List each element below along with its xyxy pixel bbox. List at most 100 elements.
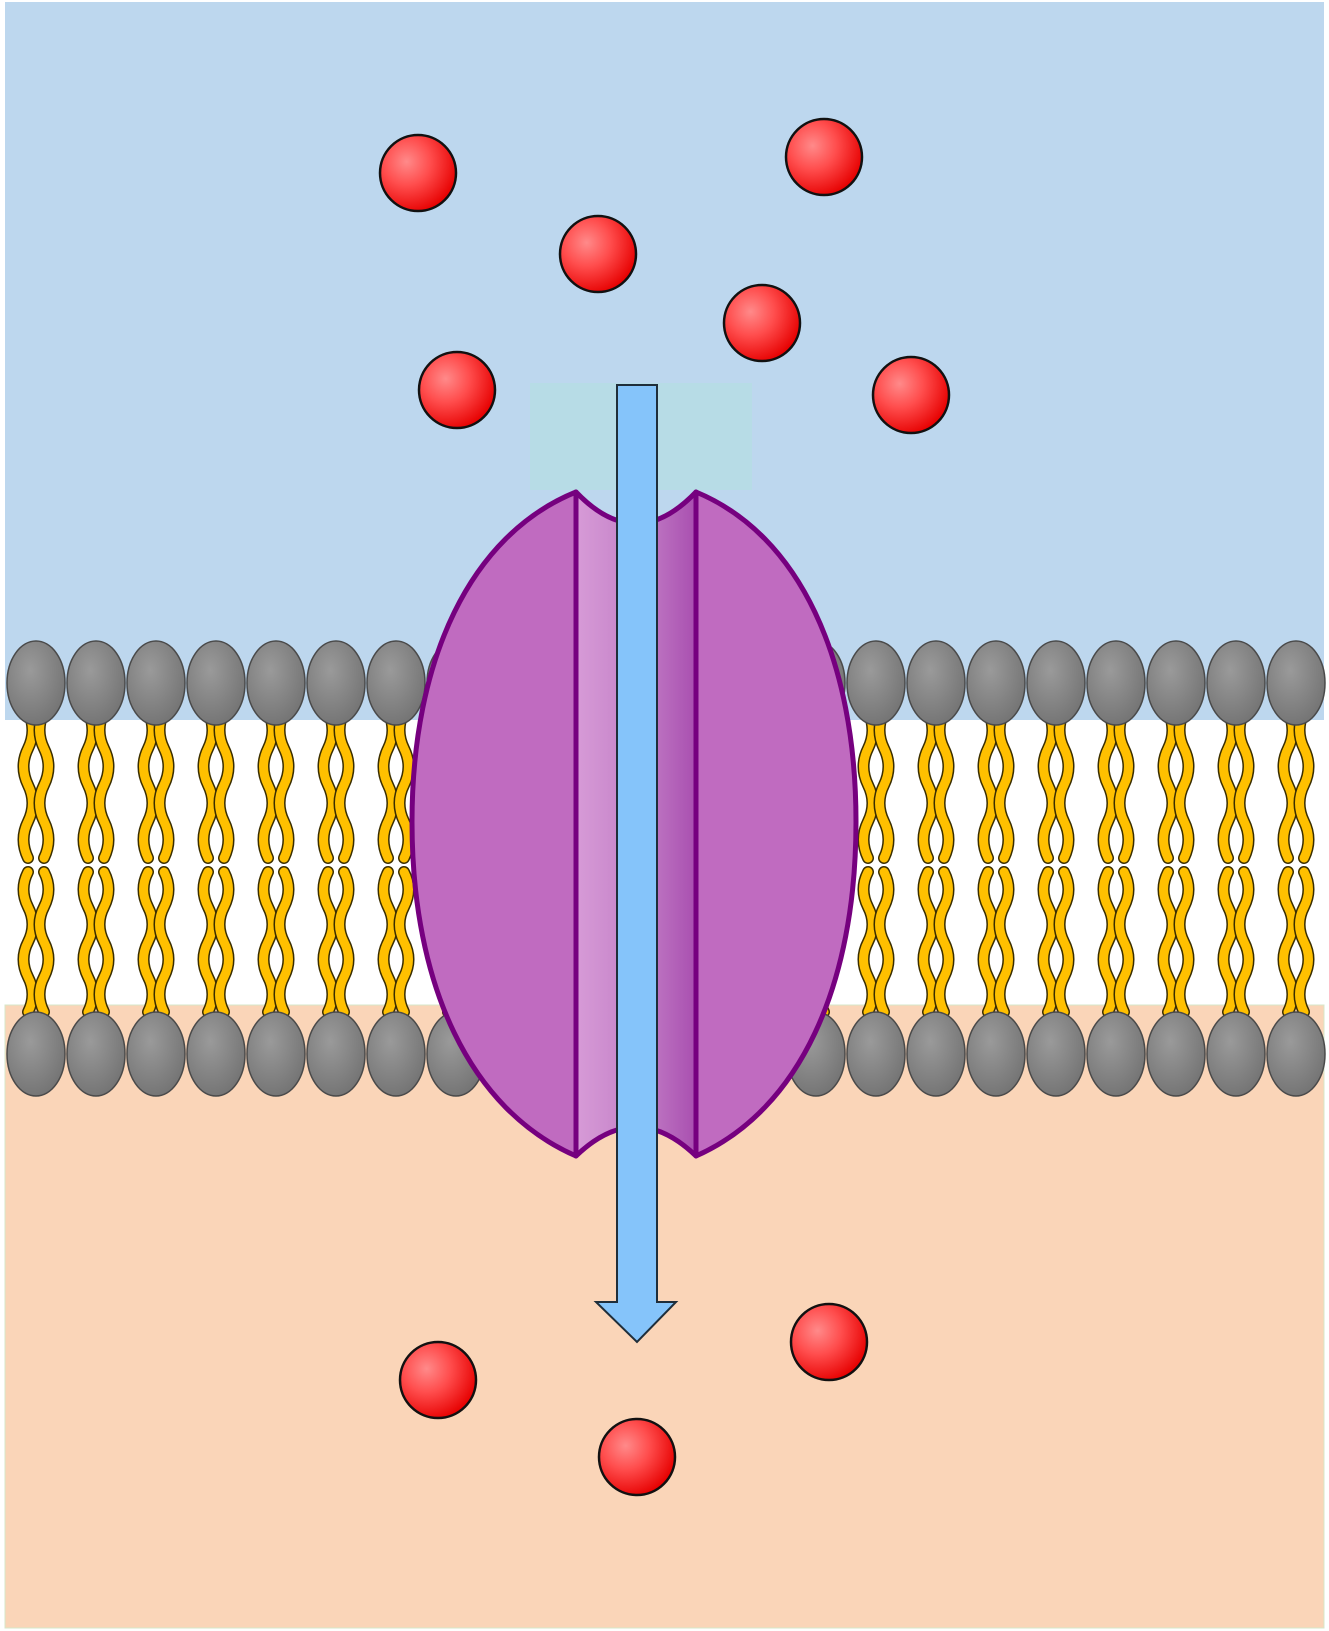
lipid-head-outer <box>126 640 186 726</box>
lipid-tail <box>1055 707 1073 863</box>
lipid-head-inner <box>1026 1011 1086 1097</box>
lipid-tail <box>275 707 293 863</box>
lipid-tail <box>875 707 893 863</box>
lipid-tail <box>335 707 353 863</box>
lipid-tail <box>215 707 233 863</box>
lipid-tail <box>95 707 113 863</box>
extracellular-molecules <box>378 117 951 435</box>
lipid-tail <box>275 867 293 1017</box>
lipid-tail <box>935 707 953 863</box>
lipid-tail <box>199 707 217 863</box>
lipid-tail <box>1295 707 1313 863</box>
protein-left-half <box>409 489 579 1159</box>
lipid-head-inner <box>1206 1011 1266 1097</box>
lipid-tail <box>1115 707 1133 863</box>
molecule <box>722 283 802 363</box>
lipid-tail <box>139 867 157 1017</box>
lipid-tail <box>155 867 173 1017</box>
lipid-tail <box>1099 707 1117 863</box>
molecule <box>784 117 864 197</box>
lipid-head-outer <box>966 640 1026 726</box>
lipid-tail <box>919 707 937 863</box>
lipid-tail <box>79 707 97 863</box>
lipid-head-outer <box>366 640 426 726</box>
molecule <box>789 1302 869 1382</box>
lipid-tail <box>379 707 397 863</box>
lipid-tail <box>155 707 173 863</box>
lipid-tail <box>35 707 53 863</box>
lipid-head-inner <box>1146 1011 1206 1097</box>
lipid-tail <box>139 707 157 863</box>
lipid-tail <box>1235 867 1253 1017</box>
lipid-tail <box>319 867 337 1017</box>
lipid-tail <box>859 867 877 1017</box>
molecule <box>558 214 638 294</box>
lipid-tail <box>1175 867 1193 1017</box>
molecule <box>597 1417 677 1497</box>
intracellular-molecules <box>398 1302 869 1497</box>
lipid-head-inner <box>66 1011 126 1097</box>
lipid-head-inner <box>966 1011 1026 1097</box>
lipid-tail <box>1219 707 1237 863</box>
lipid-head-outer <box>186 640 246 726</box>
lipid-tail <box>979 867 997 1017</box>
lipid-tail <box>319 707 337 863</box>
lipid-head-inner <box>126 1011 186 1097</box>
lipid-tail <box>79 867 97 1017</box>
lipid-tail <box>979 707 997 863</box>
lipid-head-outer <box>6 640 66 726</box>
lipid-tail <box>1235 707 1253 863</box>
lipid-tail <box>1279 867 1297 1017</box>
lipid-tail <box>919 867 937 1017</box>
lipid-head-inner <box>186 1011 246 1097</box>
lipid-head-inner <box>6 1011 66 1097</box>
lipid-head-outer <box>846 640 906 726</box>
lipid-head-outer <box>1146 640 1206 726</box>
lipid-tail <box>1039 867 1057 1017</box>
lipid-head-outer <box>306 640 366 726</box>
lipid-tail <box>1159 867 1177 1017</box>
lipid-tail <box>859 707 877 863</box>
lipid-tail <box>995 867 1013 1017</box>
lipid-tail <box>995 707 1013 863</box>
lipid-head-inner <box>1266 1011 1326 1097</box>
lipid-tail <box>19 867 37 1017</box>
lipid-tail <box>19 707 37 863</box>
lipid-tail <box>1115 867 1133 1017</box>
lipid-head-inner <box>306 1011 366 1097</box>
lipid-head-outer <box>906 640 966 726</box>
lipid-tail <box>199 867 217 1017</box>
lipid-tail <box>1295 867 1313 1017</box>
lipid-head-inner <box>1086 1011 1146 1097</box>
lipid-tail <box>379 867 397 1017</box>
lipid-head-inner <box>366 1011 426 1097</box>
lipid-tail <box>259 867 277 1017</box>
lipid-tail <box>259 707 277 863</box>
lipid-head-outer <box>1266 640 1326 726</box>
lipid-tail <box>335 867 353 1017</box>
molecule <box>378 133 458 213</box>
lipid-tail <box>1055 867 1073 1017</box>
lipid-head-outer <box>246 640 306 726</box>
lipid-tail <box>1099 867 1117 1017</box>
molecule <box>398 1340 478 1420</box>
molecule <box>871 355 951 435</box>
lipid-head-outer <box>1026 640 1086 726</box>
lipid-tail <box>1175 707 1193 863</box>
lipid-head-inner <box>846 1011 906 1097</box>
transport-arrow <box>593 384 679 1344</box>
lipid-tail <box>1219 867 1237 1017</box>
lipid-head-outer <box>66 640 126 726</box>
lipid-tail <box>1159 707 1177 863</box>
lipid-tail <box>395 867 413 1017</box>
lipid-tail <box>95 867 113 1017</box>
lipid-tail <box>935 867 953 1017</box>
lipid-head-inner <box>246 1011 306 1097</box>
lipid-head-outer <box>1206 640 1266 726</box>
lipid-tail <box>395 707 413 863</box>
lipid-tail <box>1039 707 1057 863</box>
lipid-tail <box>875 867 893 1017</box>
lipid-head-inner <box>906 1011 966 1097</box>
lipid-tail <box>1279 707 1297 863</box>
